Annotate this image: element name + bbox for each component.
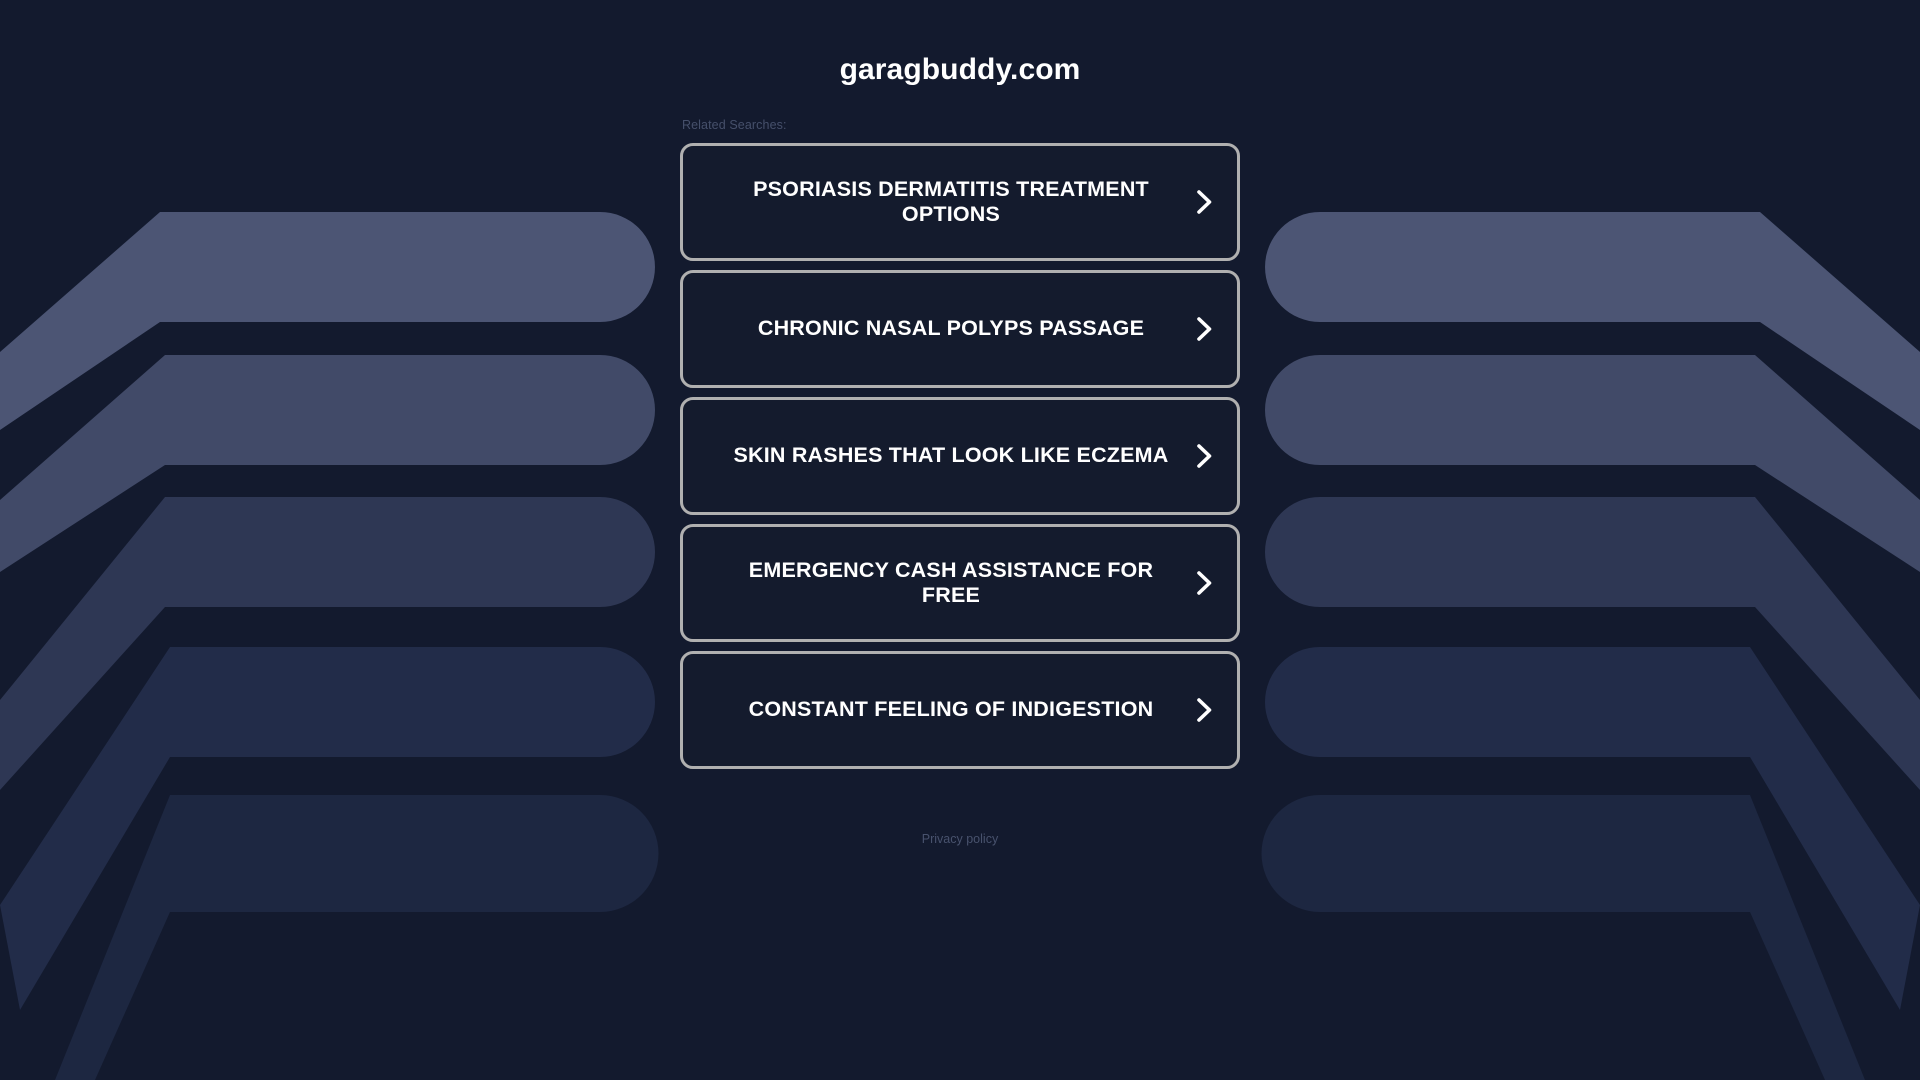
related-search-label: SKIN RASHES THAT LOOK LIKE ECZEMA — [733, 443, 1169, 468]
related-search-button-3[interactable]: SKIN RASHES THAT LOOK LIKE ECZEMA — [680, 397, 1240, 515]
related-search-button-1[interactable]: PSORIASIS DERMATITIS TREATMENT OPTIONS — [680, 143, 1240, 261]
chevron-right-icon — [1195, 315, 1215, 343]
chevron-right-icon — [1195, 442, 1215, 470]
related-searches-label: Related Searches: — [682, 118, 787, 132]
related-search-button-5[interactable]: CONSTANT FEELING OF INDIGESTION — [680, 651, 1240, 769]
related-search-label: CHRONIC NASAL POLYPS PASSAGE — [757, 316, 1145, 341]
chevron-right-icon — [1195, 569, 1215, 597]
related-searches-section: Related Searches: PSORIASIS DERMATITIS T… — [680, 118, 1240, 847]
related-search-label: PSORIASIS DERMATITIS TREATMENT OPTIONS — [753, 176, 1149, 226]
chevron-right-icon — [1195, 696, 1215, 724]
chevron-right-icon — [1195, 188, 1215, 216]
related-search-label: CONSTANT FEELING OF INDIGESTION — [748, 697, 1154, 722]
related-search-label: EMERGENCY CASH ASSISTANCE FOR FREE — [748, 557, 1154, 607]
privacy-policy-link[interactable]: Privacy policy — [921, 832, 999, 846]
related-search-button-4[interactable]: EMERGENCY CASH ASSISTANCE FOR FREE — [680, 524, 1240, 642]
page-title: garagbuddy.com — [839, 53, 1081, 86]
related-search-button-2[interactable]: CHRONIC NASAL POLYPS PASSAGE — [680, 270, 1240, 388]
